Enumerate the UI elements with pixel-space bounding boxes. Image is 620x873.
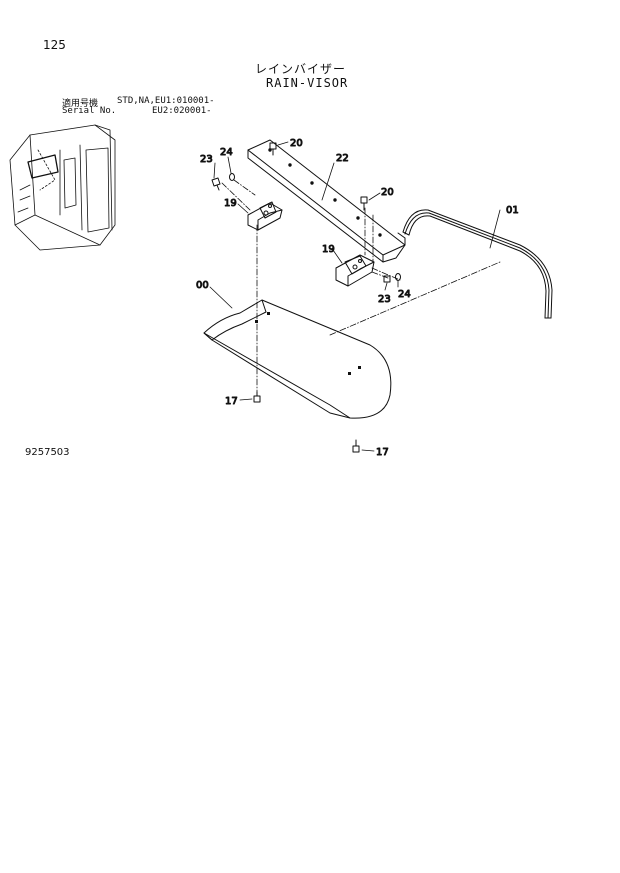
part-01-seal xyxy=(402,209,553,319)
part-20-bolt-a xyxy=(269,142,277,156)
part-23-bolt-b xyxy=(383,275,391,283)
callout-00: 00 xyxy=(196,280,209,291)
callout-24-b: 24 xyxy=(398,289,411,300)
callout-24-a: 24 xyxy=(220,147,233,158)
callout-01: 01 xyxy=(506,205,519,216)
serial-label-japanese: 適用号機 xyxy=(62,99,99,109)
serial-std-range: STD,NA,EU1:010001- xyxy=(117,96,215,106)
callout-17-a: 17 xyxy=(225,396,238,407)
cab-thumbnail xyxy=(9,124,116,251)
part-17-screw-b xyxy=(352,439,360,453)
callout-20-b: 20 xyxy=(381,187,394,198)
title-japanese: レインバイザー xyxy=(255,62,347,76)
part-17-screw-a xyxy=(253,391,261,403)
page-number: 125 xyxy=(43,38,66,52)
leader-lines xyxy=(209,141,501,452)
serial-label-english: Serial No. xyxy=(62,106,117,116)
part-22-bar xyxy=(247,139,406,263)
callout-23-b: 23 xyxy=(378,294,391,305)
callout-19-a: 19 xyxy=(224,198,237,209)
callout-22: 22 xyxy=(336,153,349,164)
callout-20-a: 20 xyxy=(290,138,303,149)
drawing-number: 9257503 xyxy=(25,447,70,458)
part-24-washer-a xyxy=(229,173,235,181)
part-23-bolt-a xyxy=(211,177,221,191)
part-24-washer-b xyxy=(395,273,401,281)
part-20-bolt-b xyxy=(360,196,368,211)
serial-eu2-range: EU2:020001- xyxy=(152,106,212,116)
callout-17-b: 17 xyxy=(376,447,389,458)
part-19-bracket-b xyxy=(335,254,375,287)
callout-19-b: 19 xyxy=(322,244,335,255)
assembly-lines xyxy=(221,179,501,393)
title-english: RAIN-VISOR xyxy=(266,76,349,90)
part-19-bracket-a xyxy=(247,201,283,231)
callout-23-a: 23 xyxy=(200,154,213,165)
part-00-visor xyxy=(203,299,392,419)
